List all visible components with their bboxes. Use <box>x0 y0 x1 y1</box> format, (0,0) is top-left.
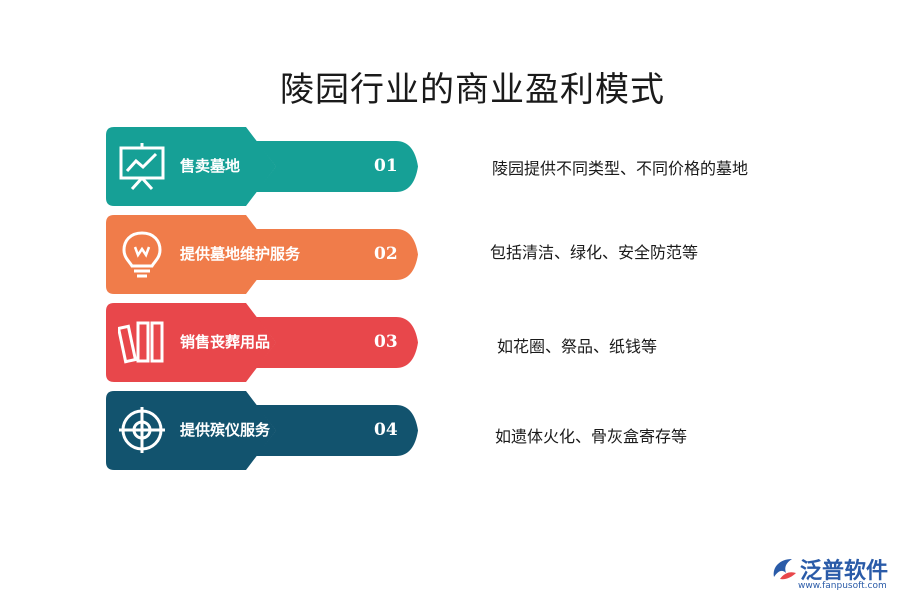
item-row-3: 销售丧葬用品 03 <box>106 303 436 382</box>
item-number: 03 <box>374 332 398 352</box>
brand-name: 泛普软件 <box>800 559 889 584</box>
item-number: 02 <box>374 244 398 264</box>
item-description-2: 包括清洁、绿化、安全防范等 <box>490 243 699 262</box>
item-label: 销售丧葬用品 <box>180 333 271 351</box>
item-row-4: 提供殡仪服务 04 <box>106 391 436 470</box>
item-label: 提供墓地维护服务 <box>180 245 301 263</box>
item-label: 提供殡仪服务 <box>180 421 271 439</box>
item-description-1: 陵园提供不同类型、不同价格的墓地 <box>492 159 749 178</box>
item-description-3: 如花圈、祭品、纸钱等 <box>497 337 658 356</box>
item-row-2: 提供墓地维护服务 02 <box>106 215 436 294</box>
item-number: 01 <box>374 156 398 176</box>
item-label: 售卖墓地 <box>180 157 241 175</box>
books-icon <box>118 321 164 364</box>
item-row-1: 售卖墓地 01 <box>106 127 436 206</box>
lightbulb-icon <box>122 231 162 278</box>
chart-board-icon <box>119 143 165 191</box>
target-icon <box>119 407 165 453</box>
page-title: 陵园行业的商业盈利模式 <box>280 70 665 110</box>
brand-logo: 泛普软件 www.fanpusoft.com <box>770 553 895 595</box>
brand-logo-icon <box>773 559 796 580</box>
item-description-4: 如遗体火化、骨灰盒寄存等 <box>495 427 688 446</box>
brand-url: www.fanpusoft.com <box>798 581 887 591</box>
item-number: 04 <box>374 420 398 440</box>
